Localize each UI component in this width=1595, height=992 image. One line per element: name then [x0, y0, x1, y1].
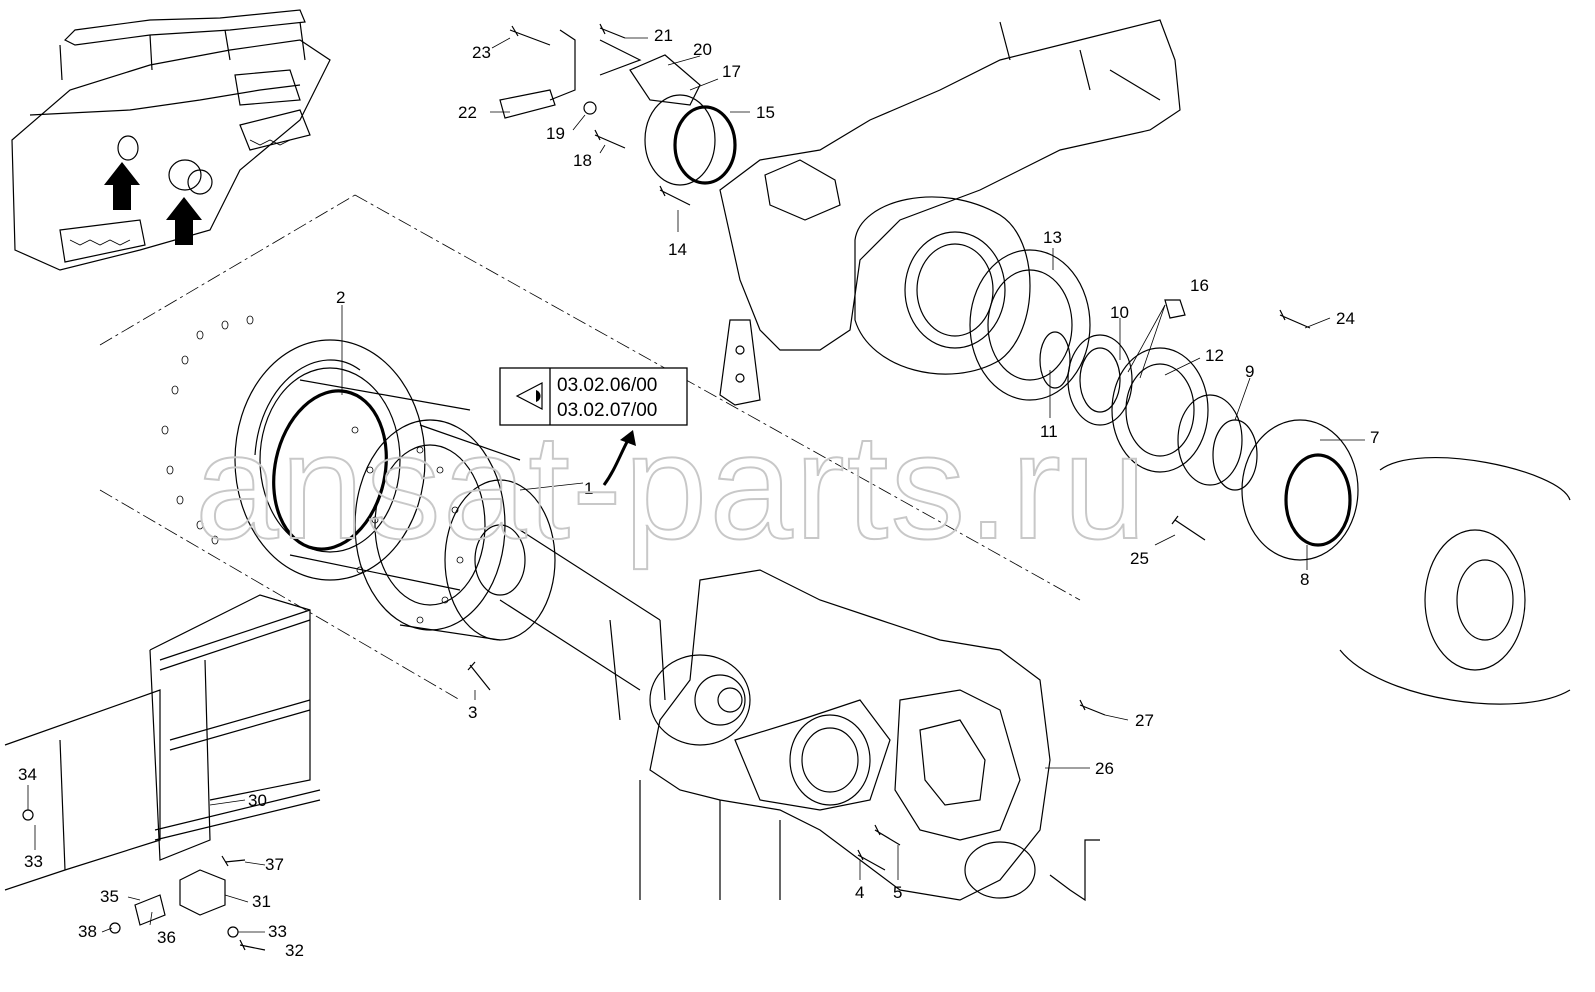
callout-9[interactable]: 9 — [1245, 362, 1254, 381]
callout-24[interactable]: 24 — [1336, 309, 1355, 328]
callout-1[interactable]: 1 — [584, 479, 593, 498]
callout-19[interactable]: 19 — [546, 124, 565, 143]
callout-4[interactable]: 4 — [855, 883, 864, 902]
upper-cover-parts — [272, 29, 737, 551]
frame-housing-upper — [719, 19, 1181, 406]
eye-view-icon — [515, 382, 543, 410]
callout-22[interactable]: 22 — [458, 103, 477, 122]
callout-35[interactable]: 35 — [100, 887, 119, 906]
callout-3[interactable]: 3 — [468, 703, 477, 722]
callout-31[interactable]: 31 — [252, 892, 271, 911]
right-drum-end — [1339, 457, 1571, 705]
callout-38[interactable]: 38 — [78, 922, 97, 941]
leader-lines — [27, 37, 1365, 933]
drum-drive-assembly — [234, 339, 751, 746]
machine-overview-inset — [11, 9, 331, 271]
frame-housing-lower — [639, 569, 1100, 902]
bearing-stack — [969, 249, 1359, 561]
callout-10[interactable]: 10 — [1110, 303, 1129, 322]
bolt-circle-holes — [351, 426, 464, 624]
callout-21[interactable]: 21 — [654, 26, 673, 45]
reference-line-2: 03.02.07/00 — [557, 400, 657, 421]
callout-36[interactable]: 36 — [157, 928, 176, 947]
fasteners — [22, 23, 1311, 951]
callout-5[interactable]: 5 — [893, 883, 902, 902]
callout-20[interactable]: 20 — [693, 40, 712, 59]
callout-2[interactable]: 2 — [336, 288, 345, 307]
callout-7[interactable]: 7 — [1370, 428, 1379, 447]
callout-8[interactable]: 8 — [1300, 570, 1309, 589]
callout-16[interactable]: 16 — [1190, 276, 1209, 295]
callout-32[interactable]: 32 — [285, 941, 304, 960]
callout-17[interactable]: 17 — [722, 62, 741, 81]
callout-33-left[interactable]: 33 — [24, 852, 43, 871]
callout-11[interactable]: 11 — [1040, 422, 1058, 441]
callout-37[interactable]: 37 — [265, 855, 284, 874]
callout-25[interactable]: 25 — [1130, 549, 1149, 568]
watermark-text: ansat-parts.ru — [195, 402, 1148, 570]
callout-33[interactable]: 33 — [268, 922, 287, 941]
callout-26[interactable]: 26 — [1095, 759, 1114, 778]
callout-15[interactable]: 15 — [756, 103, 775, 122]
callout-13[interactable]: 13 — [1043, 228, 1062, 247]
callout-12[interactable]: 12 — [1205, 346, 1224, 365]
callout-23[interactable]: 23 — [472, 43, 491, 62]
callout-14[interactable]: 14 — [668, 240, 687, 259]
ladder-steps — [4, 594, 321, 926]
callout-27[interactable]: 27 — [1135, 711, 1154, 730]
callout-18[interactable]: 18 — [573, 151, 592, 170]
callout-34[interactable]: 34 — [18, 765, 37, 784]
reference-line-1: 03.02.06/00 — [557, 375, 657, 396]
callout-labels: 1 2 3 4 5 7 8 9 10 11 12 13 14 15 16 17 … — [18, 26, 1379, 960]
reference-box[interactable]: 03.02.06/00 03.02.07/00 — [499, 367, 688, 486]
callout-30[interactable]: 30 — [248, 791, 267, 810]
drum-outline — [99, 194, 1081, 701]
